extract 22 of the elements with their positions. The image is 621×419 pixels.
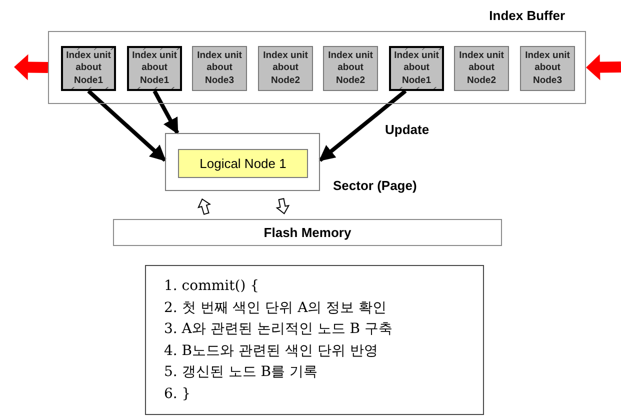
arrow — [318, 89, 407, 162]
logical-node-box: Logical Node 1 — [178, 149, 308, 178]
code-line: 3. A와 관련된 논리적인 노드 B 구축 — [164, 320, 392, 339]
unit-label: Index unit about Node1 — [129, 50, 180, 88]
hollow-arrow — [276, 198, 290, 214]
block-arrow — [586, 54, 621, 80]
buffer-title: Index Buffer — [489, 8, 565, 23]
block-arrow — [14, 54, 48, 80]
hollow-arrow — [198, 198, 212, 215]
flash-memory-box: Flash Memory — [113, 219, 502, 246]
arrow — [87, 90, 166, 162]
code-line: 6. } — [164, 384, 191, 404]
edge-label: Update — [385, 122, 430, 137]
code-box — [145, 265, 484, 415]
code-line: 5. 갱신된 노드 B를 기록 — [164, 363, 318, 382]
arrow — [152, 90, 180, 134]
sector-label: Sector (Page) — [333, 178, 417, 193]
code-line: 1. commit() { — [164, 277, 260, 296]
code-line: 4. B노드와 관련된 색인 단위 반영 — [164, 342, 378, 360]
unit-label: Index unit about Node1 — [391, 50, 442, 88]
code-line: 2. 첫 번째 색인 단위 A의 정보 확인 — [164, 298, 387, 318]
unit-label: Index unit about Node1 — [63, 50, 114, 88]
